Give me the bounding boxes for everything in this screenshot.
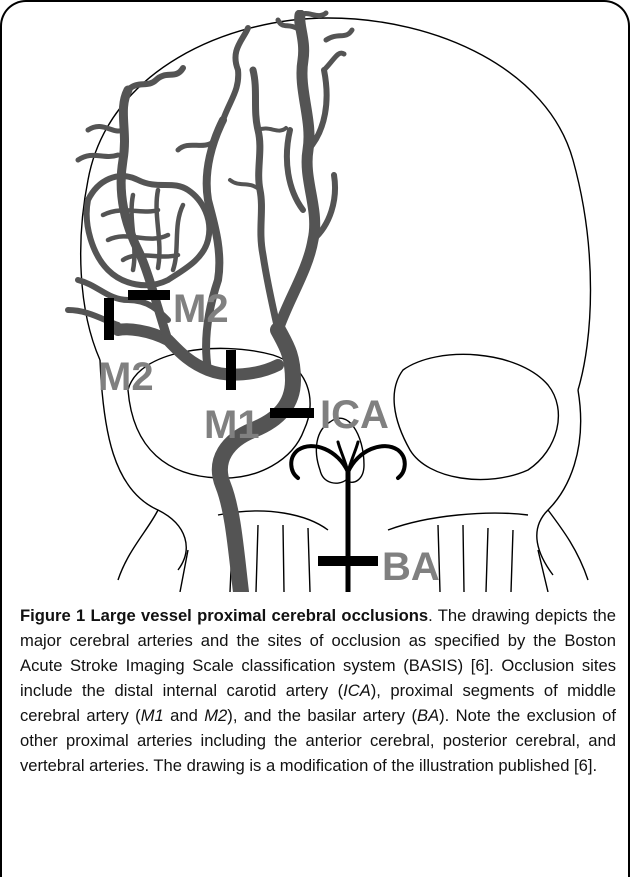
- m2-lower-marker: [104, 298, 114, 340]
- label-ba: BA: [382, 545, 440, 589]
- label-m2-lower: M2: [98, 355, 154, 399]
- artery-vessels: [68, 13, 405, 592]
- cerebral-arteries-illustration: M2 M2 M1 ICA BA: [8, 10, 630, 592]
- caption-title: Figure 1 Large vessel proximal cerebral …: [20, 606, 428, 625]
- caption-ica: ICA: [343, 681, 371, 700]
- figure-caption: Figure 1 Large vessel proximal cerebral …: [20, 603, 616, 778]
- caption-ba: BA: [417, 706, 439, 725]
- ba-marker: [318, 556, 378, 566]
- caption-part-3: and: [164, 706, 204, 725]
- m1-marker: [226, 350, 236, 390]
- ica-marker: [270, 408, 314, 418]
- caption-m2: M2: [204, 706, 227, 725]
- label-m2-upper: M2: [173, 287, 229, 331]
- label-ica: ICA: [320, 393, 389, 437]
- caption-m1: M1: [141, 706, 164, 725]
- m2-upper-marker: [128, 290, 170, 300]
- caption-part-4: ), and the basilar artery (: [227, 706, 417, 725]
- label-m1: M1: [204, 403, 260, 447]
